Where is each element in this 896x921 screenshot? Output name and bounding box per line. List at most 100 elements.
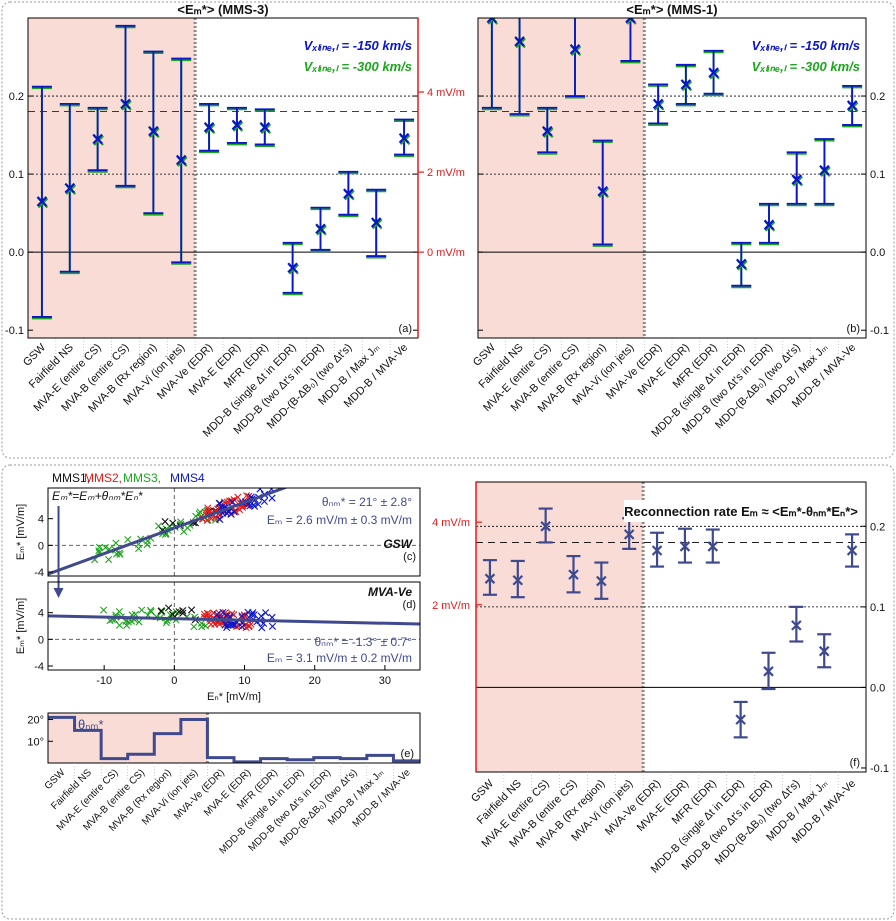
data-point-blue [370, 217, 382, 228]
y-tick-label: 0.2 [9, 91, 24, 103]
data-point-blue [64, 182, 76, 194]
mv-tick-label: 0 mV/m [427, 247, 465, 259]
scatter-point [146, 606, 155, 614]
fit-line [48, 614, 420, 626]
y-tick-label: 0.0 [9, 247, 24, 259]
scatter-point [183, 524, 192, 532]
plot-frame [47, 581, 421, 671]
panel-quantity-label: θₙₘ* [78, 717, 104, 732]
panel-label: (f) [850, 757, 860, 769]
scatter-point [204, 504, 212, 512]
shaded-region [478, 18, 645, 338]
legend-blue: Vₓₗᵢₙₑ,ₗ = -150 km/s [752, 38, 860, 53]
scatter-point [268, 622, 277, 630]
data-point-blue [763, 219, 775, 231]
y-tick-label: 0.1 [9, 169, 24, 181]
scatter-point [238, 612, 246, 620]
scatter-point [228, 498, 236, 506]
scatter-point [203, 609, 211, 617]
data-point-blue [231, 119, 243, 131]
error-bars [31, 24, 415, 320]
y-axis-label: Eₘ* [mV/m] [15, 504, 27, 560]
data-point-blue [680, 79, 692, 90]
scatter-point [124, 535, 132, 544]
fit-angle: θₙₘ* = -1.3° ± 0.7° [315, 635, 413, 649]
y-tick-label: -4 [34, 567, 44, 579]
y-tick-label: 0.0 [870, 247, 885, 259]
y-tick-label: -0.1 [870, 325, 889, 337]
scatter-point [101, 543, 109, 552]
scatter-point [232, 508, 240, 516]
data-point-blue [203, 121, 215, 133]
panel-b: -0.10.00.10.2<Eₘ*> (MMS-1)(b)Vₓₗᵢₙₑ,ₗ = … [471, 2, 889, 440]
y-axis-label: Eₘ* [mV/m] [15, 598, 27, 654]
plot-frame [47, 487, 421, 577]
scatter-point [157, 607, 165, 615]
y-tick-label: 20° [27, 715, 44, 727]
scatter-point [242, 492, 251, 500]
panel-label: (c) [403, 551, 416, 563]
scatter-point [250, 611, 258, 619]
y-tick-label: 10° [27, 736, 44, 748]
x-tick-label: 20 [309, 675, 321, 687]
scatter-point [115, 549, 123, 557]
fit-intercept: Eₘ = 3.1 mV/m ± 0.2 mV/m [267, 651, 412, 665]
mv-tick-label: 4 mV/m [427, 87, 465, 99]
y-tick-label: 0.1 [870, 169, 885, 181]
y-tick-label: 0.1 [870, 602, 885, 614]
y-tick-label: 0 [38, 540, 44, 552]
data-point [512, 575, 524, 586]
scatter-point [258, 624, 266, 632]
panel-label: (a) [399, 323, 412, 335]
x-tick-label: 30 [379, 675, 391, 687]
y-tick-label: 0.2 [870, 91, 885, 103]
scatter-point [195, 510, 203, 518]
scatter-point [216, 515, 224, 523]
y-tick-label: 0 [38, 634, 44, 646]
data-point-blue [315, 223, 326, 235]
data-point-blue [542, 125, 553, 137]
arrow-head [53, 588, 64, 598]
y-tick-label: -0.1 [870, 763, 889, 775]
panel-subtitle: GSW [383, 537, 413, 551]
scatter-point [169, 519, 177, 527]
scatter-point [223, 621, 232, 629]
scatter-point [247, 620, 255, 628]
scatter-point [235, 506, 244, 514]
scatter-point [268, 494, 276, 502]
data-point-blue [514, 36, 525, 47]
data-point [735, 714, 746, 725]
scatter-point [213, 610, 221, 619]
data-point [846, 545, 858, 556]
y-tick-label: 0.2 [870, 521, 885, 533]
scatter-point [168, 610, 177, 618]
y-tick-label: 0.0 [870, 682, 885, 694]
x-tick-label: 0 [171, 675, 177, 687]
data-point [484, 573, 496, 584]
scatter-point [179, 609, 187, 617]
plot-area [48, 488, 420, 576]
fit-line [48, 488, 289, 576]
x-tick-label: 10 [238, 675, 250, 687]
mv-tick-label: 2 mV/m [427, 167, 465, 179]
panel-label: (d) [403, 599, 416, 611]
scatter-point [261, 609, 270, 617]
fit-angle: θₙₘ* = 21° ± 2.8° [322, 495, 412, 509]
data-point-blue [597, 185, 608, 197]
shaded-region [476, 482, 644, 772]
scatter-point [254, 500, 262, 509]
scatter-point [143, 541, 151, 549]
series-legend: MMS3, [123, 471, 161, 485]
panel-a: -0.10.00.10.20 mV/m2 mV/m4 mV/m<Eₘ*> (MM… [5, 2, 465, 440]
error-bars [481, 18, 863, 289]
mv-tick-label: 2 mV/m [432, 600, 470, 612]
title-backdrop [624, 500, 858, 522]
scatter-point [230, 611, 238, 619]
legend-blue: Vₓₗᵢₙₑ,ₗ = -150 km/s [304, 38, 412, 53]
data-point [540, 521, 551, 532]
scatter-point [138, 606, 146, 614]
panel-label: (e) [401, 748, 414, 760]
data-point-blue [708, 67, 719, 78]
